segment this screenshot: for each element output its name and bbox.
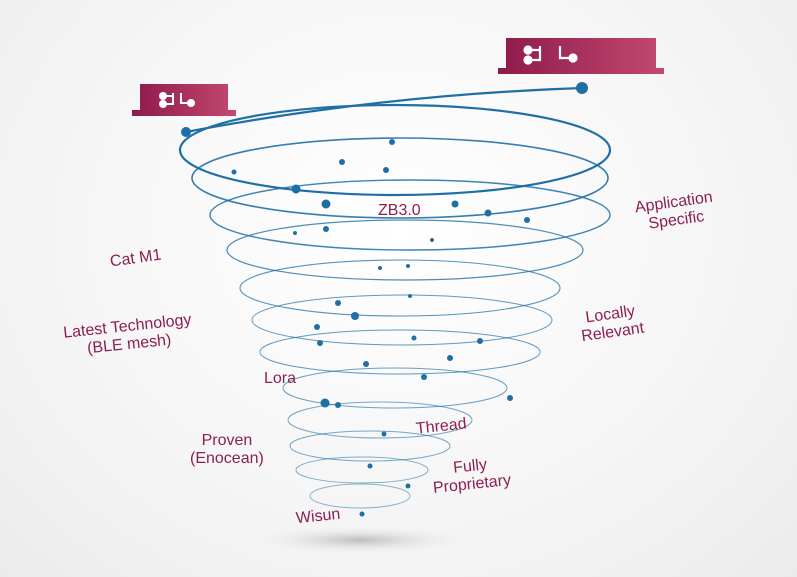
node-dot — [421, 374, 427, 380]
node-dot — [430, 238, 434, 242]
gateway-device-right — [498, 38, 664, 74]
spiral-ring — [282, 367, 508, 409]
node-dot — [484, 209, 492, 217]
node-dot — [335, 300, 341, 306]
spiral-ring — [191, 137, 609, 219]
spiral-ring — [178, 103, 612, 197]
node-dot — [359, 511, 365, 517]
gateway-device-left — [132, 84, 236, 116]
node-dot — [383, 167, 389, 173]
spiral-ring — [239, 259, 561, 317]
node-dot — [451, 200, 459, 208]
node-dot — [406, 264, 410, 268]
circuit-icon — [159, 92, 195, 108]
node-dot — [317, 340, 323, 346]
node-dot — [576, 82, 588, 94]
node-dot — [507, 395, 513, 401]
node-dot — [339, 159, 345, 165]
node-dot — [363, 361, 369, 367]
spiral-ring — [295, 456, 429, 484]
spiral-ring — [259, 329, 541, 375]
label-line: (Enocean) — [190, 450, 264, 467]
node-dot — [323, 226, 329, 232]
node-dot — [181, 127, 191, 137]
spiral-ring — [287, 401, 473, 439]
spiral-ring — [226, 219, 584, 281]
node-dot — [231, 169, 237, 175]
node-dot — [314, 324, 320, 330]
node-dot — [291, 184, 301, 194]
node-dot — [408, 294, 412, 298]
node-dot — [321, 199, 331, 209]
ground-shadow — [250, 526, 470, 554]
node-dot — [389, 139, 395, 145]
label-lora: Lora — [264, 370, 297, 387]
node-dot — [378, 266, 382, 270]
spiral-ring — [251, 294, 553, 346]
node-dot — [405, 483, 411, 489]
label-proven: Proven (Enocean) — [190, 432, 264, 468]
node-dot — [367, 463, 373, 469]
node-dot — [381, 431, 387, 437]
spiral-ring — [209, 179, 611, 251]
node-dot — [411, 335, 417, 341]
spiral-ring — [309, 483, 411, 509]
label-zb30: ZB3.0 — [378, 202, 421, 219]
spiral-ring — [289, 430, 451, 462]
circuit-icon — [523, 45, 578, 65]
label-line: Proven — [201, 432, 253, 449]
connection-line — [185, 86, 583, 134]
node-dot — [335, 402, 341, 408]
node-dot — [524, 217, 530, 223]
node-dot — [477, 338, 483, 344]
node-dot — [447, 355, 453, 361]
node-dot — [293, 231, 297, 235]
node-dot — [351, 312, 359, 320]
network-spiral — [178, 82, 612, 517]
node-dot — [320, 398, 330, 408]
